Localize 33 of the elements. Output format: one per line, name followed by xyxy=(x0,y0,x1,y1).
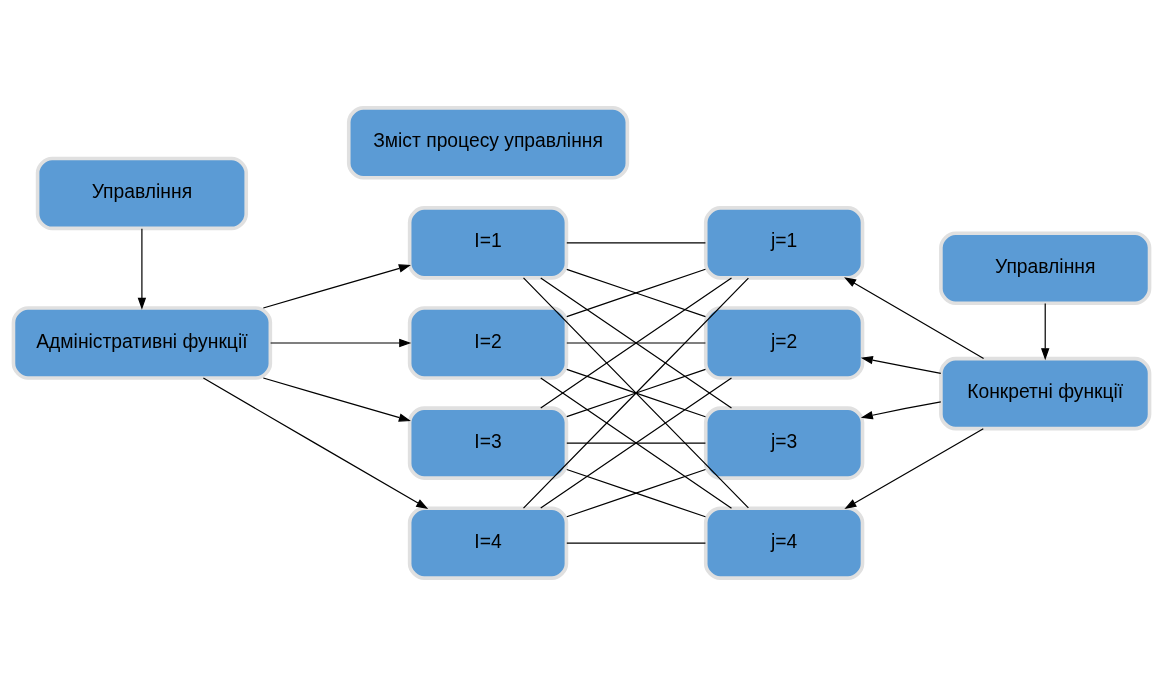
arrow xyxy=(262,264,411,309)
node-box: Адміністративні функції xyxy=(11,306,273,380)
node-box: Управління xyxy=(35,156,249,231)
connector xyxy=(566,442,707,444)
arrow xyxy=(860,401,942,420)
connector xyxy=(566,368,707,418)
node-box: I=1 xyxy=(407,206,569,280)
arrow xyxy=(1041,302,1050,361)
arrow xyxy=(844,428,984,510)
node-box: j=4 xyxy=(703,506,865,580)
node-box: I=2 xyxy=(407,306,569,380)
node-box: j=1 xyxy=(703,206,865,280)
node-box: I=3 xyxy=(407,406,569,480)
arrow xyxy=(860,355,942,375)
connector xyxy=(522,277,749,509)
connector xyxy=(566,268,707,318)
arrow xyxy=(270,338,412,348)
node-box: j=3 xyxy=(703,406,865,480)
arrow xyxy=(202,377,429,510)
connector xyxy=(540,377,733,509)
arrow xyxy=(844,277,985,360)
node-box: Управління xyxy=(939,231,1152,305)
connector xyxy=(540,277,733,409)
connector xyxy=(566,542,707,544)
arrow xyxy=(262,377,411,422)
connector xyxy=(566,342,707,344)
arrow xyxy=(137,228,147,310)
node-box: I=4 xyxy=(407,506,569,580)
connector xyxy=(566,242,707,244)
connector xyxy=(566,468,707,518)
node-box: Зміст процесу управління xyxy=(346,106,630,180)
node-box: j=2 xyxy=(703,306,865,380)
node-box: Конкретні функції xyxy=(939,356,1152,431)
